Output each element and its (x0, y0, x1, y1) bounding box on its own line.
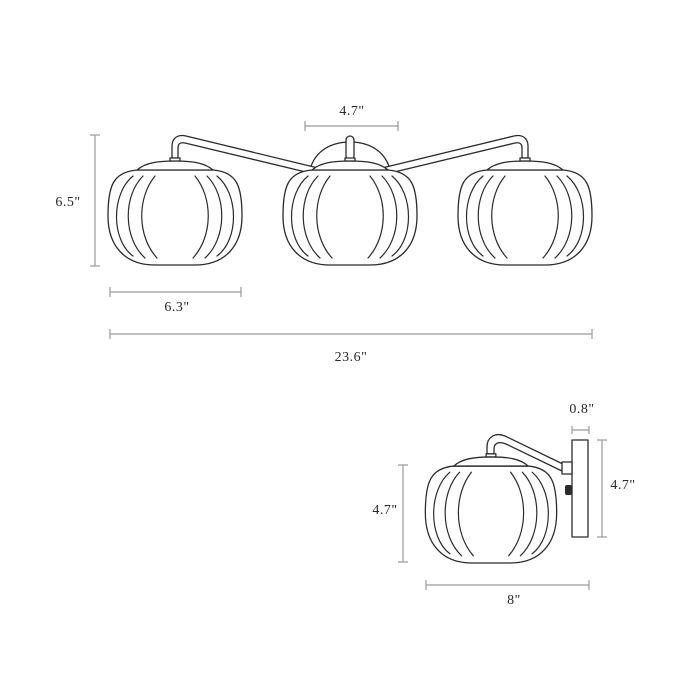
shade-left (107, 157, 243, 266)
shade-right (457, 157, 593, 266)
dim-label-shade-height: 4.7" (372, 503, 398, 518)
dim-label-backplate-width: 4.7" (339, 104, 365, 119)
shade-center (282, 157, 418, 266)
dim-label-backplate-height: 4.7" (610, 478, 636, 493)
side-shade (424, 453, 558, 564)
dim-label-overall-height: 6.5" (55, 195, 81, 210)
side-backplate (571, 439, 589, 538)
front-view (90, 121, 593, 339)
side-view (398, 426, 607, 590)
dim-label-backplate-depth: 0.8" (569, 402, 595, 417)
dim-label-overall-width: 23.6" (334, 350, 368, 365)
dim-label-shade-width: 6.3" (164, 300, 190, 315)
dim-label-overall-extension: 8" (507, 593, 521, 608)
